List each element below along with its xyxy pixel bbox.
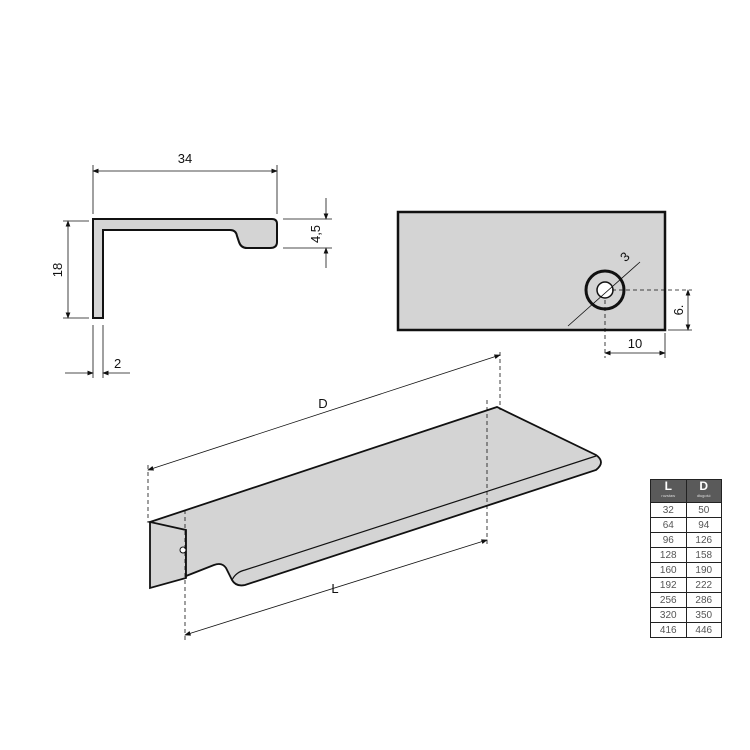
cell-l: 96: [650, 532, 687, 548]
spacing-dimension: L: [331, 581, 338, 596]
cell-d: 222: [685, 577, 722, 593]
cell-l: 320: [650, 607, 687, 623]
cell-l: 256: [650, 592, 687, 608]
iso-view: D L: [146, 352, 602, 640]
cell-d: 50: [685, 502, 722, 518]
cell-d: 446: [685, 622, 722, 638]
cell-d: 350: [685, 607, 722, 623]
profile-view: 34 18 4,5 2: [50, 151, 332, 378]
iso-top-face: [146, 406, 602, 587]
width-dimension: 34: [178, 151, 192, 166]
height-dimension: 18: [50, 263, 65, 277]
back-plate: [396, 210, 667, 332]
cell-l: 416: [650, 622, 687, 638]
cell-d: 190: [685, 562, 722, 578]
cell-d: 158: [685, 547, 722, 563]
cell-d: 94: [685, 517, 722, 533]
horizontal-offset-dimension: 10: [628, 336, 642, 351]
cell-l: 192: [650, 577, 687, 593]
cell-l: 32: [650, 502, 687, 518]
cell-d: 286: [685, 592, 722, 608]
cell-l: 160: [650, 562, 687, 578]
profile-shape: [92, 218, 278, 319]
vertical-offset-dimension: 6.: [671, 305, 686, 316]
cell-l: 64: [650, 517, 687, 533]
hole: [596, 281, 614, 299]
thickness-dimension: 2: [114, 356, 121, 371]
cell-l: 128: [650, 547, 687, 563]
hole-view: 3 6. 10: [396, 210, 692, 358]
total-length-dimension: D: [318, 396, 327, 411]
lip-dimension: 4,5: [308, 225, 323, 243]
cell-d: 126: [685, 532, 722, 548]
